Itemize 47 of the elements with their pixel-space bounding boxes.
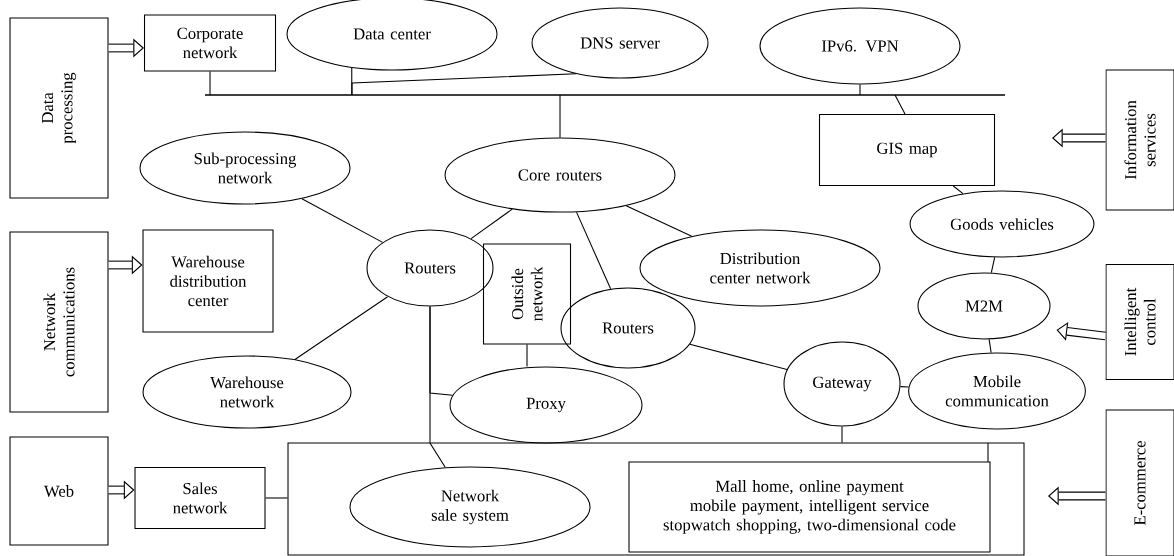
oval-node: DNS server (531, 7, 709, 79)
text-box: Sales network (134, 466, 266, 530)
text-box: E-commerce (1105, 409, 1174, 556)
oval-node: Routers (560, 287, 696, 369)
connector-line (470, 208, 513, 240)
connector-line (209, 71, 211, 96)
text-box: Intelligent control (1105, 263, 1174, 381)
connector-line (265, 497, 288, 499)
oval-node: Sub-processing network (139, 131, 351, 205)
connector-line (559, 94, 561, 138)
connector-line (894, 94, 906, 115)
connector-line (301, 198, 384, 243)
text-box: Corporate network (143, 14, 277, 72)
connector-line (625, 205, 693, 237)
connector-line (351, 73, 577, 96)
oval-node: M2M (917, 272, 1051, 340)
oval-node: Distribution center network (639, 229, 881, 307)
text-box: Information services (1105, 69, 1174, 211)
text-box: Web (9, 436, 109, 546)
oval-node: Goods vehicles (909, 190, 1095, 258)
connector-line (990, 256, 996, 274)
text-box: Network communications (9, 231, 109, 413)
connector-line (526, 344, 528, 367)
text-box: GIS map (818, 113, 996, 187)
text-box: Data processing (9, 17, 109, 199)
connector-line (899, 386, 910, 388)
oval-node: Core routers (444, 137, 676, 213)
text-box: Mall home, online payment mobile payment, intelligent service stopwatch shopping, two-dimensional code (628, 461, 991, 553)
oval-node: Gateway (783, 341, 901, 427)
oval-node: Routers (366, 229, 494, 307)
connector-line (841, 426, 843, 443)
bus-line (205, 94, 1005, 96)
connector-line (988, 338, 992, 354)
oval-node: Mobile communication (908, 352, 1086, 430)
oval-node: Network sale system (349, 466, 591, 548)
connector-line (294, 296, 389, 361)
connector-line (429, 306, 446, 468)
connector-line (576, 211, 612, 290)
oval-node: Warehouse network (142, 355, 352, 429)
connector-line (689, 343, 788, 371)
container-box (287, 442, 1025, 556)
connector-line (859, 84, 861, 96)
connector-line (952, 185, 964, 195)
oval-node: IPv6. VPN (759, 7, 961, 85)
text-box: Outside network (482, 243, 572, 345)
text-box: Warehouse distribution center (142, 229, 274, 333)
oval-node: Proxy (449, 366, 643, 444)
